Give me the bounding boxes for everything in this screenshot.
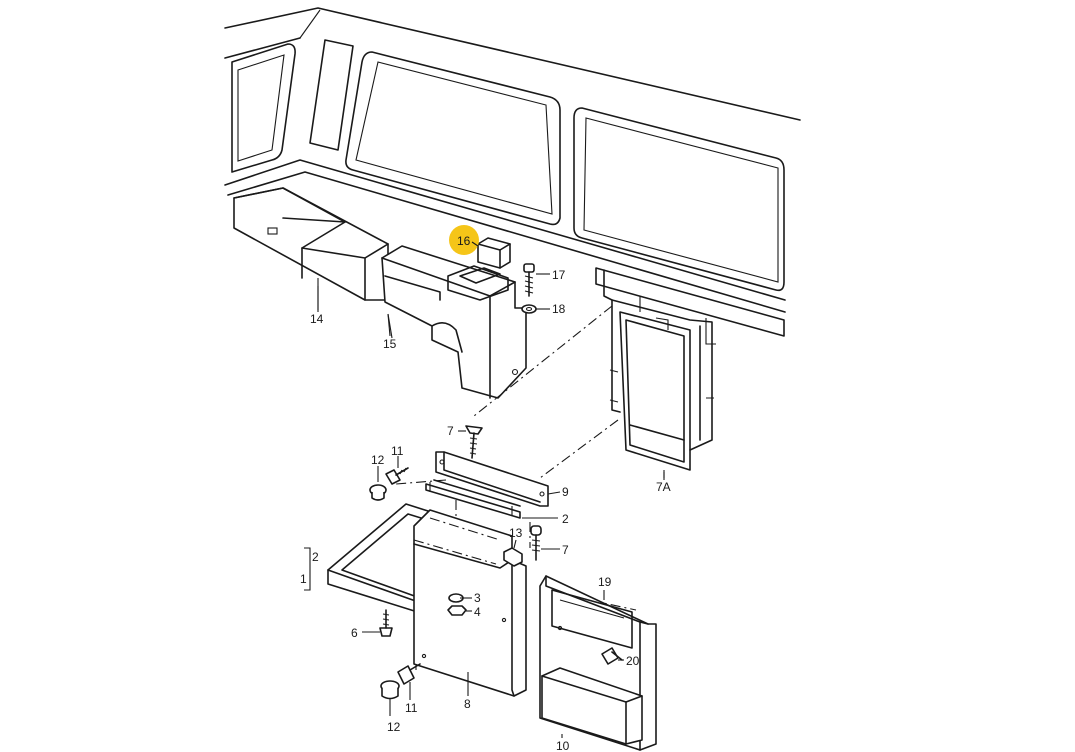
callout-18[interactable]: 18: [552, 302, 566, 316]
callout-7-lower[interactable]: 7: [562, 543, 569, 557]
part-7A-frame[interactable]: [595, 267, 785, 478]
part-14-storage-box[interactable]: [233, 187, 389, 312]
callout-6[interactable]: 6: [351, 626, 358, 640]
callout-16[interactable]: 16: [457, 234, 471, 248]
callout-labels: 16 14 15 17 18 7A 7 9 2 11 12 13 7 2 1 3…: [300, 234, 671, 752]
part-16-cap[interactable]: [477, 237, 511, 269]
part-10-pocket[interactable]: [541, 667, 643, 745]
part-2-strip[interactable]: [425, 479, 521, 519]
callout-12-lower[interactable]: 12: [387, 720, 401, 734]
part-8-plate[interactable]: [413, 509, 527, 697]
part-12-grommet-upper[interactable]: [369, 484, 387, 501]
part-20-clip[interactable]: [601, 647, 623, 665]
part-9-bracket[interactable]: [435, 451, 549, 507]
part-7-screw-lower[interactable]: [530, 525, 542, 561]
callout-7-upper[interactable]: 7: [447, 424, 454, 438]
callout-11-lower[interactable]: 11: [405, 701, 418, 715]
callout-19[interactable]: 19: [598, 575, 612, 589]
callout-3[interactable]: 3: [474, 591, 481, 605]
callout-7A[interactable]: 7A: [656, 480, 671, 494]
vehicle-roof-outline: [224, 7, 801, 313]
callout-20[interactable]: 20: [626, 654, 640, 668]
callout-12-upper[interactable]: 12: [371, 453, 385, 467]
part-6-screw[interactable]: [379, 609, 393, 637]
part-18-washer[interactable]: [521, 304, 537, 314]
callout-10[interactable]: 10: [556, 739, 570, 752]
callout-9[interactable]: 9: [562, 485, 569, 499]
part-16-highlight-marker: [449, 225, 479, 255]
part-17-screw[interactable]: [523, 263, 535, 297]
leader-lines: [317, 241, 665, 738]
part-7-screw-upper[interactable]: [465, 425, 483, 459]
callout-13[interactable]: 13: [509, 526, 523, 540]
part-11-screw-lower[interactable]: [397, 663, 421, 685]
part-11-screw-upper[interactable]: [385, 467, 409, 485]
part-4-nut[interactable]: [447, 605, 467, 616]
callout-2-frame[interactable]: 2: [312, 550, 319, 564]
callout-17[interactable]: 17: [552, 268, 566, 282]
callout-4[interactable]: 4: [474, 605, 481, 619]
callout-14[interactable]: 14: [310, 312, 324, 326]
part-13-clip[interactable]: [503, 539, 523, 567]
callout-2-strip[interactable]: 2: [562, 512, 569, 526]
callout-1[interactable]: 1: [300, 572, 307, 586]
callout-15[interactable]: 15: [383, 337, 397, 351]
callout-11-upper[interactable]: 11: [391, 444, 404, 458]
callout-8[interactable]: 8: [464, 697, 471, 711]
part-15-console-housing[interactable]: [381, 245, 527, 399]
part-12-grommet-lower[interactable]: [380, 680, 400, 700]
